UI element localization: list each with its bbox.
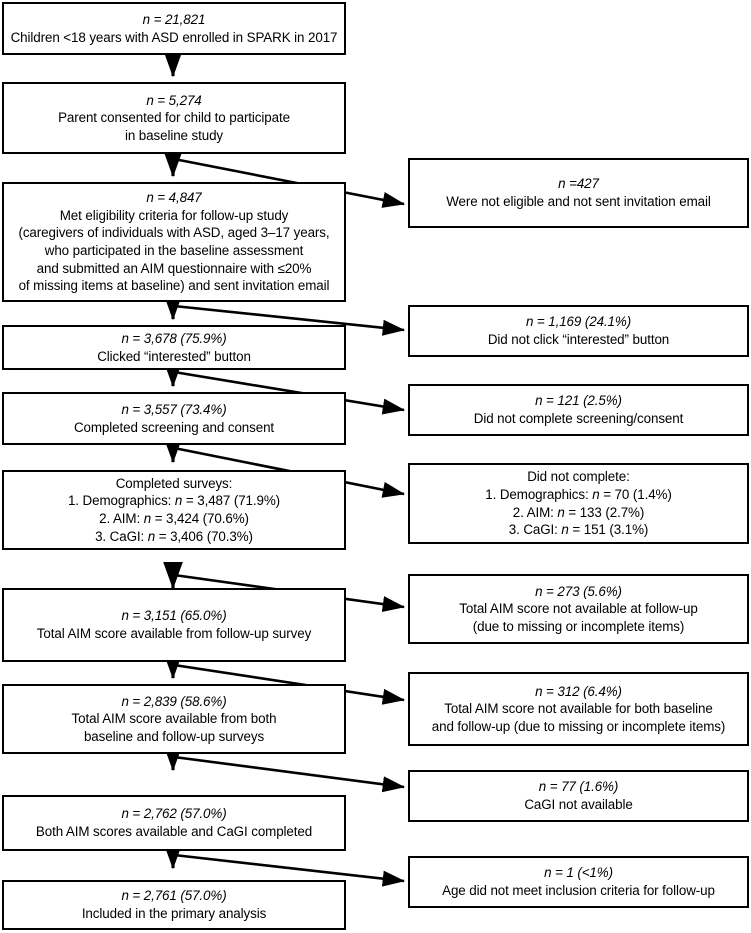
node-exclusion-no-aim-followup[interactable]: n = 273 (5.6%) Total AIM score not avail…	[408, 574, 749, 644]
node-clicked-interested-line-1: Clicked “interested” button	[97, 348, 251, 364]
node-exclusion-no-screening-count: n = 121 (2.5%)	[535, 393, 622, 409]
node-exclusion-age-count: n = 1 (<1%)	[544, 865, 613, 881]
node-aim-both-count: n = 2,839 (58.6%)	[121, 693, 227, 709]
node-completed-surveys-line-4: 3. CaGI: n = 3,406 (70.3%)	[95, 528, 253, 544]
node-aim-and-cagi-line-1: Both AIM scores available and CaGI compl…	[35, 824, 313, 839]
node-exclusion-no-aim-both-count: n = 312 (6.4%)	[535, 683, 622, 699]
node-consented-line-2: in baseline study	[124, 127, 224, 143]
node-aim-followup-count: n = 3,151 (65.0%)	[121, 608, 227, 624]
node-aim-followup[interactable]: n = 3,151 (65.0%) Total AIM score availa…	[2, 588, 346, 662]
node-completed-screening[interactable]: n = 3,557 (73.4%) Completed screening an…	[2, 392, 346, 445]
node-aim-and-cagi[interactable]: n = 2,762 (57.0%) Both AIM scores availa…	[2, 795, 346, 851]
node-eligible[interactable]: n = 4,847 Met eligibility criteria for f…	[2, 182, 346, 302]
node-exclusion-age-line-1: Age did not meet inclusion criteria for …	[442, 883, 715, 898]
node-primary-analysis[interactable]: n = 2,761 (57.0%) Included in the primar…	[2, 880, 346, 930]
node-aim-both-line-2: baseline and follow-up surveys	[83, 728, 265, 744]
node-completed-surveys-line-2: 1. Demographics: n = 3,487 (71.9%)	[67, 493, 281, 509]
node-exclusion-did-not-complete-line-2: 1. Demographics: n = 70 (1.4%)	[485, 486, 672, 502]
node-consented[interactable]: n = 5,274 Parent consented for child to …	[2, 82, 346, 154]
node-exclusion-not-eligible-line-1: Were not eligible and not sent invitatio…	[446, 194, 711, 209]
node-clicked-interested-count: n = 3,678 (75.9%)	[121, 330, 227, 346]
connector-exclusion-age	[173, 853, 406, 887]
node-exclusion-did-not-complete[interactable]: Did not complete: 1. Demographics: n = 7…	[408, 463, 749, 544]
node-primary-analysis-count: n = 2,761 (57.0%)	[121, 888, 227, 904]
node-exclusion-no-aim-both-line-1: Total AIM score not available for both b…	[444, 701, 713, 717]
node-exclusion-not-eligible[interactable]: n =427 Were not eligible and not sent in…	[408, 158, 749, 228]
node-exclusion-no-aim-followup-line-2: (due to missing or incomplete items)	[472, 618, 685, 634]
node-eligible-line-5: of missing items at baseline) and sent i…	[18, 278, 330, 294]
node-exclusion-did-not-click-line-1: Did not click “interested” button	[487, 332, 670, 347]
node-exclusion-no-screening[interactable]: n = 121 (2.5%) Did not complete screenin…	[408, 384, 749, 436]
node-exclusion-did-not-complete-line-3: 2. AIM: n = 133 (2.7%)	[512, 504, 645, 520]
node-consented-line-1: Parent consented for child to participat…	[58, 110, 290, 126]
node-exclusion-no-aim-followup-line-1: Total AIM score not available at follow-…	[459, 601, 698, 617]
node-enrolled[interactable]: n = 21,821 Children <18 years with ASD e…	[2, 2, 346, 55]
node-completed-surveys-line-1: Completed surveys:	[115, 475, 233, 491]
node-aim-and-cagi-count: n = 2,762 (57.0%)	[121, 806, 227, 822]
node-aim-both[interactable]: n = 2,839 (58.6%) Total AIM score availa…	[2, 684, 346, 754]
node-exclusion-no-aim-followup-count: n = 273 (5.6%)	[535, 583, 622, 599]
node-exclusion-did-not-complete-line-1: Did not complete:	[527, 469, 630, 485]
node-eligible-line-2: (caregivers of individuals with ASD, age…	[18, 225, 330, 241]
connector-exclusion-no-cagi	[173, 755, 406, 793]
node-completed-surveys[interactable]: Completed surveys: 1. Demographics: n = …	[2, 470, 346, 550]
node-consented-count: n = 5,274	[146, 92, 202, 108]
node-exclusion-not-eligible-count: n =427	[558, 176, 599, 192]
node-eligible-line-3: who participated in the baseline assessm…	[44, 243, 304, 258]
node-completed-screening-count: n = 3,557 (73.4%)	[121, 401, 227, 417]
node-completed-surveys-line-3: 2. AIM: n = 3,424 (70.6%)	[99, 511, 249, 526]
node-completed-screening-line-1: Completed screening and consent	[73, 419, 275, 435]
node-exclusion-no-cagi-line-1: CaGI not available	[524, 797, 633, 812]
node-clicked-interested[interactable]: n = 3,678 (75.9%) Clicked “interested” b…	[2, 325, 346, 370]
node-exclusion-no-screening-line-1: Did not complete screening/consent	[473, 411, 684, 426]
node-eligible-count: n = 4,847	[146, 190, 202, 206]
node-exclusion-no-aim-both[interactable]: n = 312 (6.4%) Total AIM score not avail…	[408, 672, 749, 746]
node-exclusion-no-cagi-count: n = 77 (1.6%)	[538, 779, 619, 795]
node-eligible-line-1: Met eligibility criteria for follow-up s…	[59, 207, 289, 223]
node-exclusion-age[interactable]: n = 1 (<1%) Age did not meet inclusion c…	[408, 856, 749, 908]
node-exclusion-did-not-click[interactable]: n = 1,169 (24.1%) Did not click “interes…	[408, 305, 749, 357]
node-eligible-line-4: and submitted an AIM questionnaire with …	[36, 260, 312, 276]
node-exclusion-did-not-complete-line-4: 3. CaGI: n = 151 (3.1%)	[508, 522, 649, 538]
node-primary-analysis-line-1: Included in the primary analysis	[81, 906, 267, 921]
node-exclusion-no-aim-both-line-2: and follow-up (due to missing or incompl…	[431, 718, 726, 734]
node-exclusion-did-not-click-count: n = 1,169 (24.1%)	[525, 314, 632, 330]
node-aim-followup-line-1: Total AIM score available from follow-up…	[36, 626, 312, 641]
node-enrolled-line-1: Children <18 years with ASD enrolled in …	[10, 29, 338, 45]
node-enrolled-count: n = 21,821	[142, 11, 206, 27]
node-aim-both-line-1: Total AIM score available from both	[71, 711, 277, 727]
node-exclusion-no-cagi[interactable]: n = 77 (1.6%) CaGI not available	[408, 770, 749, 822]
